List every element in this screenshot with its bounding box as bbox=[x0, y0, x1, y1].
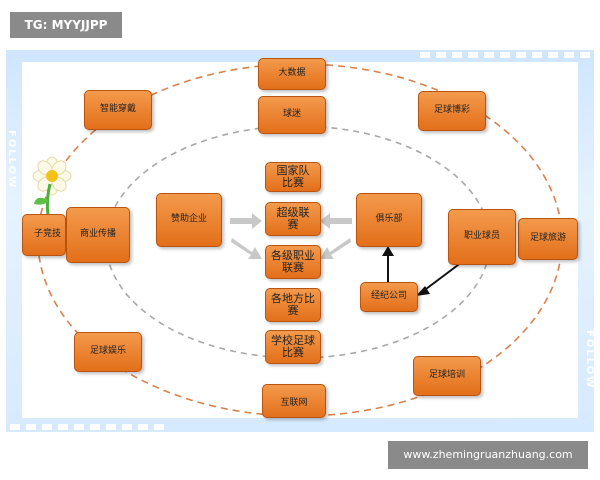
tg-watermark: TG: MYYJJPP bbox=[10, 12, 122, 38]
arrow-pro-player-to-agency bbox=[421, 261, 463, 293]
node-child-sports: 子竞技 bbox=[22, 214, 66, 256]
node-football-travel: 足球旅游 bbox=[518, 218, 578, 260]
node-football-entertainment: 足球娱乐 bbox=[74, 332, 142, 372]
arrow-sponsor-to-pro-leagues bbox=[231, 238, 262, 259]
node-big-data: 大数据 bbox=[258, 58, 326, 90]
node-business-media: 商业传播 bbox=[66, 207, 130, 263]
node-school-league: 学校足球比赛 bbox=[265, 330, 321, 364]
node-pro-player: 职业球员 bbox=[448, 209, 516, 265]
follow-side-text-right: FOLLOW bbox=[584, 330, 595, 390]
arrowhead-pro-player-to-agency bbox=[416, 286, 430, 296]
node-club: 俱乐部 bbox=[356, 193, 422, 247]
node-internet: 互联网 bbox=[262, 384, 326, 418]
flower-icon bbox=[32, 156, 72, 217]
node-agency: 经纪公司 bbox=[360, 282, 418, 312]
arrow-club-to-pro-leagues bbox=[320, 238, 351, 259]
node-pro-leagues: 各级职业联赛 bbox=[265, 245, 321, 279]
node-local-games: 各地方比赛 bbox=[265, 288, 321, 322]
frame-stripe-bottom bbox=[10, 424, 170, 430]
node-football-lottery: 足球博彩 bbox=[418, 91, 486, 131]
follow-side-text-left: FOLLOW bbox=[6, 130, 17, 190]
node-sponsor: 赞助企业 bbox=[156, 193, 222, 247]
node-national-team: 国家队比赛 bbox=[265, 162, 321, 192]
frame-stripe-top bbox=[420, 52, 590, 58]
node-fans: 球迷 bbox=[258, 96, 326, 134]
arrowhead-agency-to-club bbox=[382, 246, 394, 256]
site-url-watermark: www.zhemingruanzhuang.com bbox=[388, 441, 588, 469]
arrow-sponsor-to-super-league bbox=[230, 213, 262, 229]
node-smart-wear: 智能穿戴 bbox=[84, 90, 152, 130]
arrow-club-to-super-league bbox=[320, 213, 352, 229]
node-super-league: 超级联赛 bbox=[265, 202, 321, 236]
node-football-training: 足球培训 bbox=[413, 356, 481, 396]
